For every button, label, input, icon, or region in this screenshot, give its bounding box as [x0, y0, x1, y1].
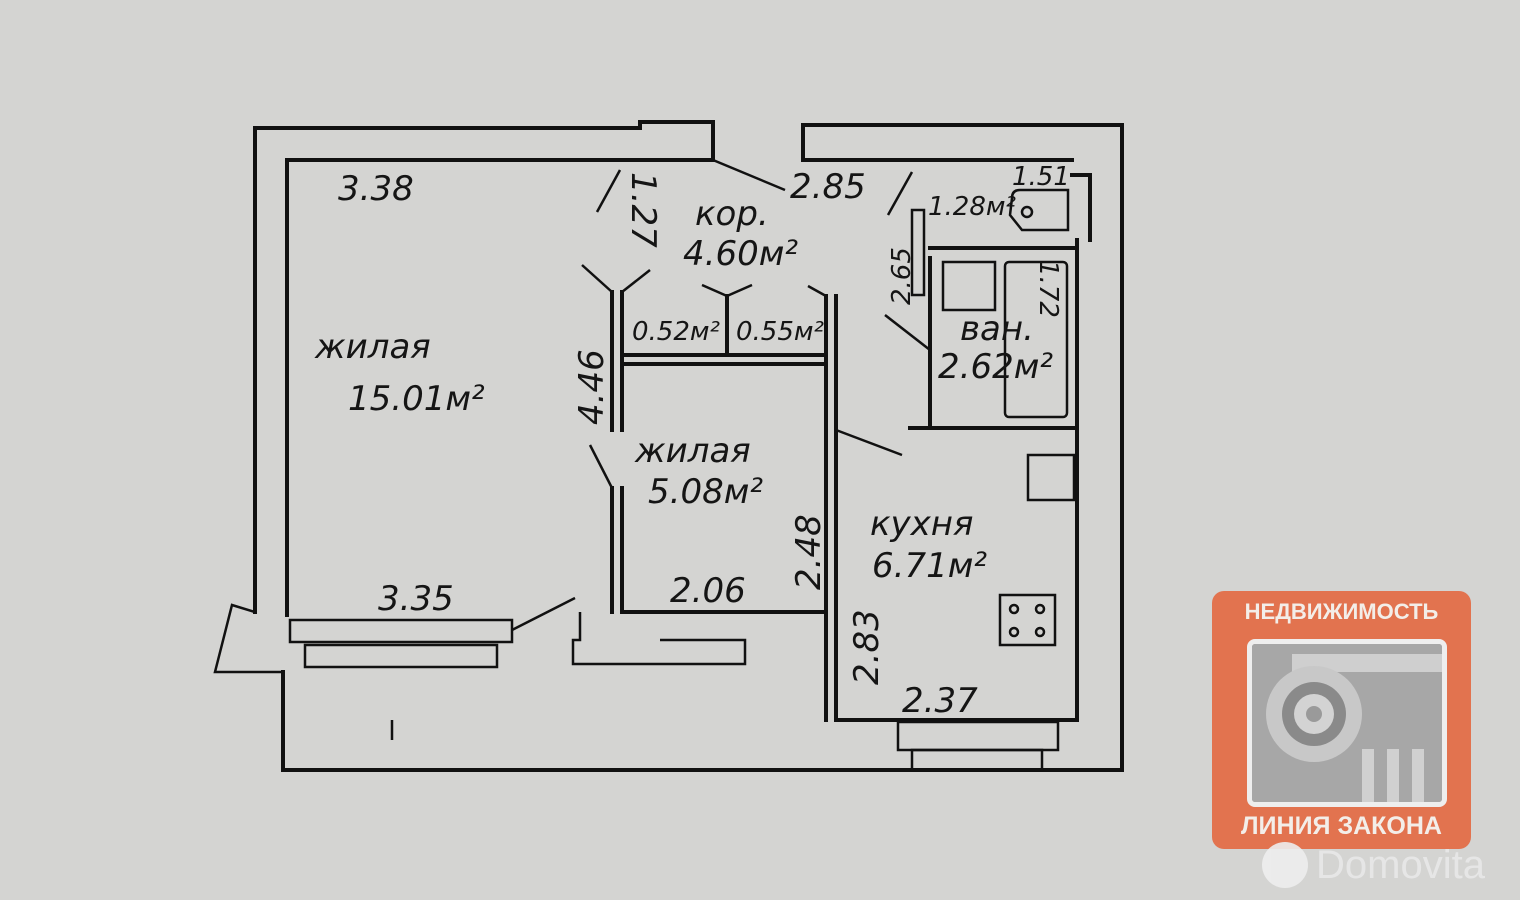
room-name-kitchen: кухня: [870, 504, 973, 544]
dimension-label: 1.51: [1012, 162, 1070, 192]
labels: 3.38 2.85 1.27 кор. 4.60м² 1.51 1.28м² 2…: [314, 162, 1070, 721]
logo-bottom-text: ЛИНИЯ ЗАКОНА: [1241, 812, 1442, 840]
dimension-label: 2.85: [790, 167, 866, 207]
room-area-closet: 0.55м²: [736, 317, 824, 347]
room-name-bathroom: ван.: [960, 309, 1034, 349]
stove-icon: [998, 593, 1057, 647]
room-area-living-small: 5.08м²: [648, 472, 763, 512]
dimension-label: 2.06: [670, 571, 746, 611]
logo-top-text: НЕДВИЖИМОСТЬ: [1244, 599, 1439, 624]
room-area-bathroom: 2.62м²: [938, 347, 1053, 387]
dimension-label: 2.37: [902, 681, 978, 721]
watermark-text: Domovita: [1316, 842, 1485, 887]
toilet-icon: [1008, 188, 1070, 232]
room-name-living-small: жилая: [634, 431, 751, 471]
room-area-living-large: 15.01м²: [348, 379, 485, 419]
bathtub-icon: [1003, 260, 1069, 419]
room-area-toilet: 1.28м²: [928, 192, 1016, 222]
agency-logo: НЕДВИЖИМОСТЬ ЛИНИЯ ЗАКОНА: [1212, 591, 1471, 849]
dimension-label: 4.46: [572, 349, 612, 425]
room-name-corridor: кор.: [695, 194, 769, 234]
watermark-dot-icon: [1262, 842, 1308, 888]
room-area-kitchen: 6.71м²: [872, 546, 987, 586]
walls: [213, 120, 1124, 772]
column-capital-icon: [1247, 639, 1447, 807]
room-area-closet: 0.52м²: [632, 317, 720, 347]
dimension-label: 1.27: [623, 172, 663, 248]
dimension-label: 2.65: [887, 247, 917, 305]
boiler-icon: [1026, 453, 1076, 502]
domovita-watermark: Domovita: [1262, 842, 1485, 888]
dimension-label: 2.48: [789, 514, 829, 590]
room-area-corridor: 4.60м²: [683, 234, 798, 274]
fixtures: [941, 188, 1076, 647]
dimension-label: 3.38: [338, 169, 414, 209]
room-name-living-large: жилая: [314, 327, 431, 367]
door-swings: [511, 158, 931, 632]
dimension-label: 1.72: [1033, 260, 1063, 318]
dimension-label: 3.35: [378, 579, 454, 619]
dimension-label: 2.83: [847, 609, 887, 685]
sink-icon: [941, 260, 997, 312]
